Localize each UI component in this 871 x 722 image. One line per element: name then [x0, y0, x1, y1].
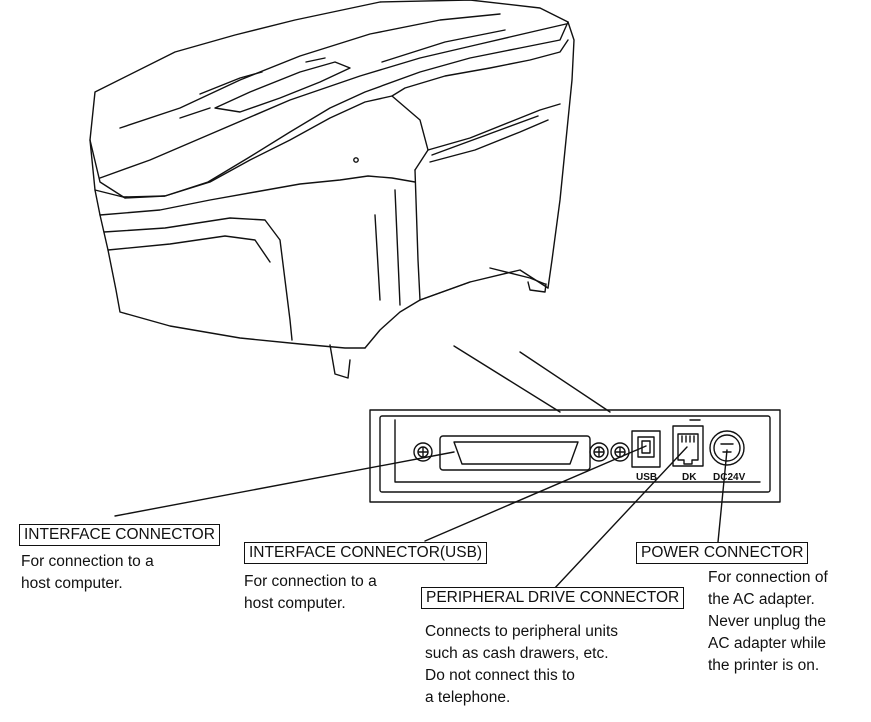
dk-port-label: DK [682, 472, 697, 483]
description-line: host computer. [244, 595, 346, 612]
description-line: host computer. [21, 575, 123, 592]
interface-connector-label: INTERFACE CONNECTOR [19, 524, 220, 546]
interface-connector-usb-label: INTERFACE CONNECTOR(USB) [244, 542, 488, 564]
dc24v-port-label: DC24V [713, 472, 746, 483]
usb-port-label: USB [636, 472, 657, 483]
description-line: the AC adapter. [708, 591, 815, 608]
rear-connector-panel [369, 409, 781, 503]
leader-lines [114, 445, 728, 591]
description-line: Never unplug the [708, 613, 827, 630]
description-line: Connects to peripheral units [425, 623, 619, 640]
description-line: Do not connect this to [425, 667, 575, 684]
description-line: the printer is on. [708, 657, 820, 674]
description-line: For connection to a [21, 553, 154, 570]
power-connector-description: For connection of the AC adapter. Never … [708, 567, 828, 677]
description-line: such as cash drawers, etc. [425, 645, 609, 662]
description-line: For connection of [708, 569, 828, 586]
interface-connector-usb-description: For connection to a host computer. [244, 571, 377, 615]
description-line: a telephone. [425, 689, 511, 706]
peripheral-drive-connector-description: Connects to peripheral units such as cas… [425, 621, 618, 709]
peripheral-drive-connector-label: PERIPHERAL DRIVE CONNECTOR [421, 587, 685, 609]
description-line: AC adapter while [708, 635, 827, 652]
printer-illustration [89, 0, 575, 379]
description-line: For connection to a [244, 573, 377, 590]
power-connector-label: POWER CONNECTOR [636, 542, 809, 564]
interface-connector-description: For connection to a host computer. [21, 551, 154, 595]
